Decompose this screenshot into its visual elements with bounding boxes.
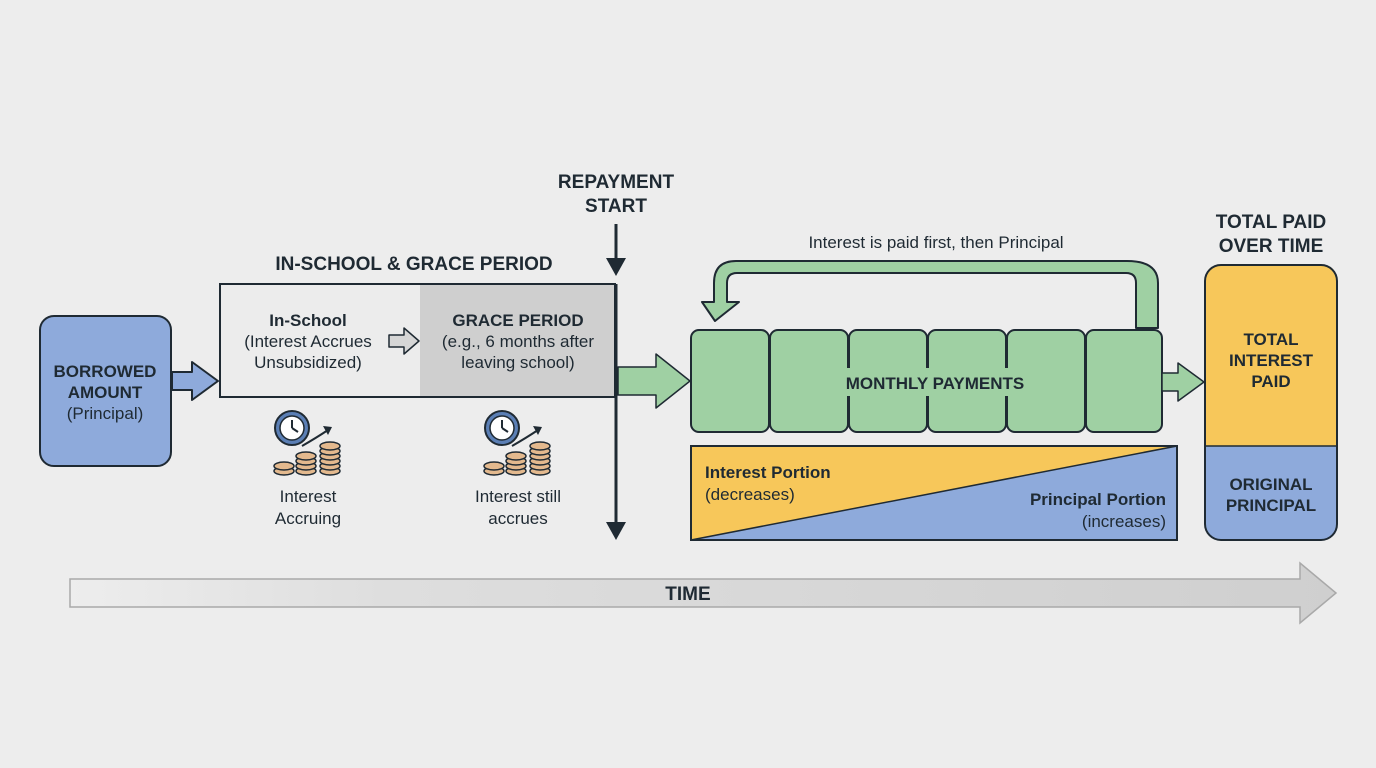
school-to-grace-arrow <box>388 327 420 355</box>
original-principal-line2: PRINCIPAL <box>1226 496 1316 515</box>
borrowed-amount-box: BORROWED AMOUNT (Principal) <box>39 315 172 467</box>
principal-portion-title: Principal Portion <box>1030 490 1166 509</box>
period-title: IN-SCHOOL & GRACE PERIOD <box>275 254 552 275</box>
payments-to-total-arrow <box>1161 362 1205 402</box>
in-school-line3: Unsubsidized) <box>254 353 362 372</box>
interest-portion-title: Interest Portion <box>705 463 831 482</box>
borrowed-to-school-arrow <box>171 361 219 401</box>
total-paid-bar: TOTAL INTEREST PAID ORIGINAL PRINCIPAL <box>1204 264 1338 541</box>
loop-label: Interest is paid first, then Principal <box>808 233 1063 252</box>
clock-coins-icon <box>483 410 551 476</box>
accrue1-line1: Interest <box>280 487 337 506</box>
borrowed-line1: BORROWED <box>54 362 157 381</box>
borrowed-line2: AMOUNT <box>68 383 143 402</box>
grace-to-payments-arrow <box>617 353 691 409</box>
time-label: TIME <box>665 584 710 605</box>
total-interest-line1: TOTAL <box>1243 330 1298 349</box>
monthly-payments-label: MONTHLY PAYMENTS <box>846 374 1025 393</box>
grace-line2: (e.g., 6 months after <box>442 332 594 351</box>
accrue2-line1: Interest still <box>475 487 561 506</box>
monthly-payments-blocks: MONTHLY PAYMENTS <box>690 329 1163 433</box>
accrue1-line2: Accruing <box>275 509 341 528</box>
original-principal-line1: ORIGINAL <box>1229 475 1312 494</box>
repayment-start-marker <box>606 224 626 540</box>
payment-block <box>1085 329 1163 433</box>
principal-portion-sub: (increases) <box>1082 512 1166 531</box>
accrue2-line2: accrues <box>488 509 548 528</box>
payment-block <box>769 329 849 433</box>
borrowed-line3: (Principal) <box>67 404 144 423</box>
in-school-title: In-School <box>269 311 346 330</box>
interest-principal-split: Interest Portion (decreases) Principal P… <box>690 445 1178 541</box>
time-arrow: TIME <box>69 561 1338 625</box>
repayment-line1: REPAYMENT <box>558 172 675 193</box>
interest-first-loop-arrow <box>701 260 1159 329</box>
in-school-line2: (Interest Accrues <box>244 332 372 351</box>
total-title-line1: TOTAL PAID <box>1216 212 1326 233</box>
payment-block <box>690 329 770 433</box>
grace-line3: leaving school) <box>461 353 574 372</box>
repayment-line2: START <box>585 196 647 217</box>
grace-title: GRACE PERIOD <box>452 311 583 330</box>
interest-portion-sub: (decreases) <box>705 485 795 504</box>
total-interest-line2: INTEREST <box>1229 351 1314 370</box>
total-interest-line3: PAID <box>1251 372 1290 391</box>
total-title-line2: OVER TIME <box>1219 236 1324 257</box>
clock-coins-icon <box>273 410 341 476</box>
in-school-grace-box: In-School (Interest Accrues Unsubsidized… <box>219 283 616 398</box>
